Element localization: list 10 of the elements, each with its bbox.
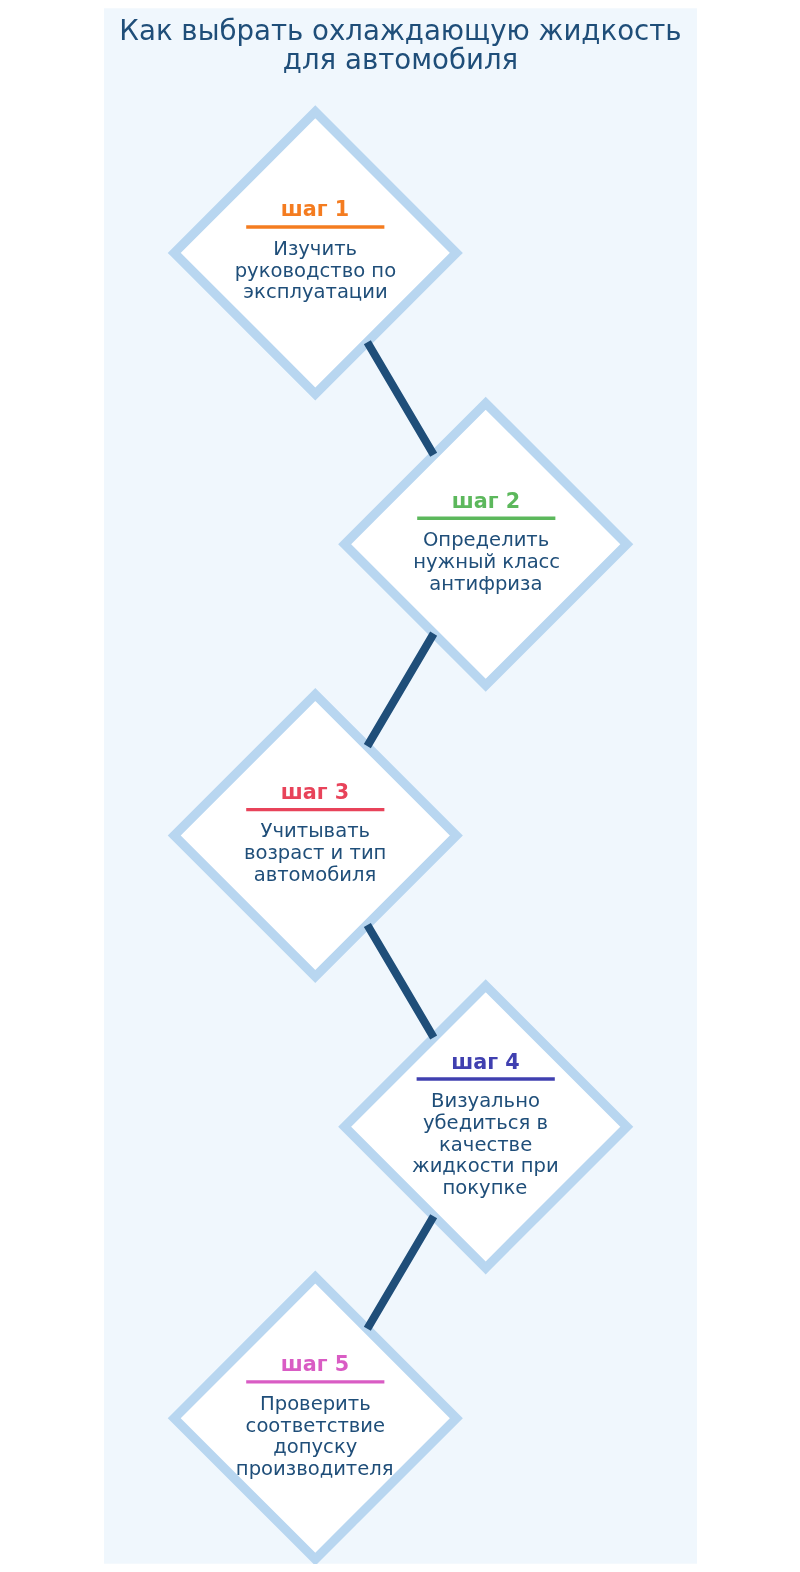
node-diamond: шаг 5 Проверить соответствие допуску производителя xyxy=(167,1270,463,1564)
node-diamond: шаг 2 Определить нужный класс антифриза xyxy=(337,396,633,692)
node-diamond: шаг 3 Учитывать возраст и тип автомобиля xyxy=(167,687,463,984)
connector xyxy=(363,340,437,457)
connector xyxy=(363,631,437,749)
node-diamond: шаг 1 Изучить руководство по эксплуатации xyxy=(167,105,463,401)
connector xyxy=(363,922,437,1040)
diagram-title: Как выбрать охлаждающую жидкость для автомобиля xyxy=(118,13,682,77)
node-diamond: шаг 4 Визуально убедиться в качестве жидкости при покупке xyxy=(337,979,633,1275)
connector xyxy=(363,1214,437,1331)
